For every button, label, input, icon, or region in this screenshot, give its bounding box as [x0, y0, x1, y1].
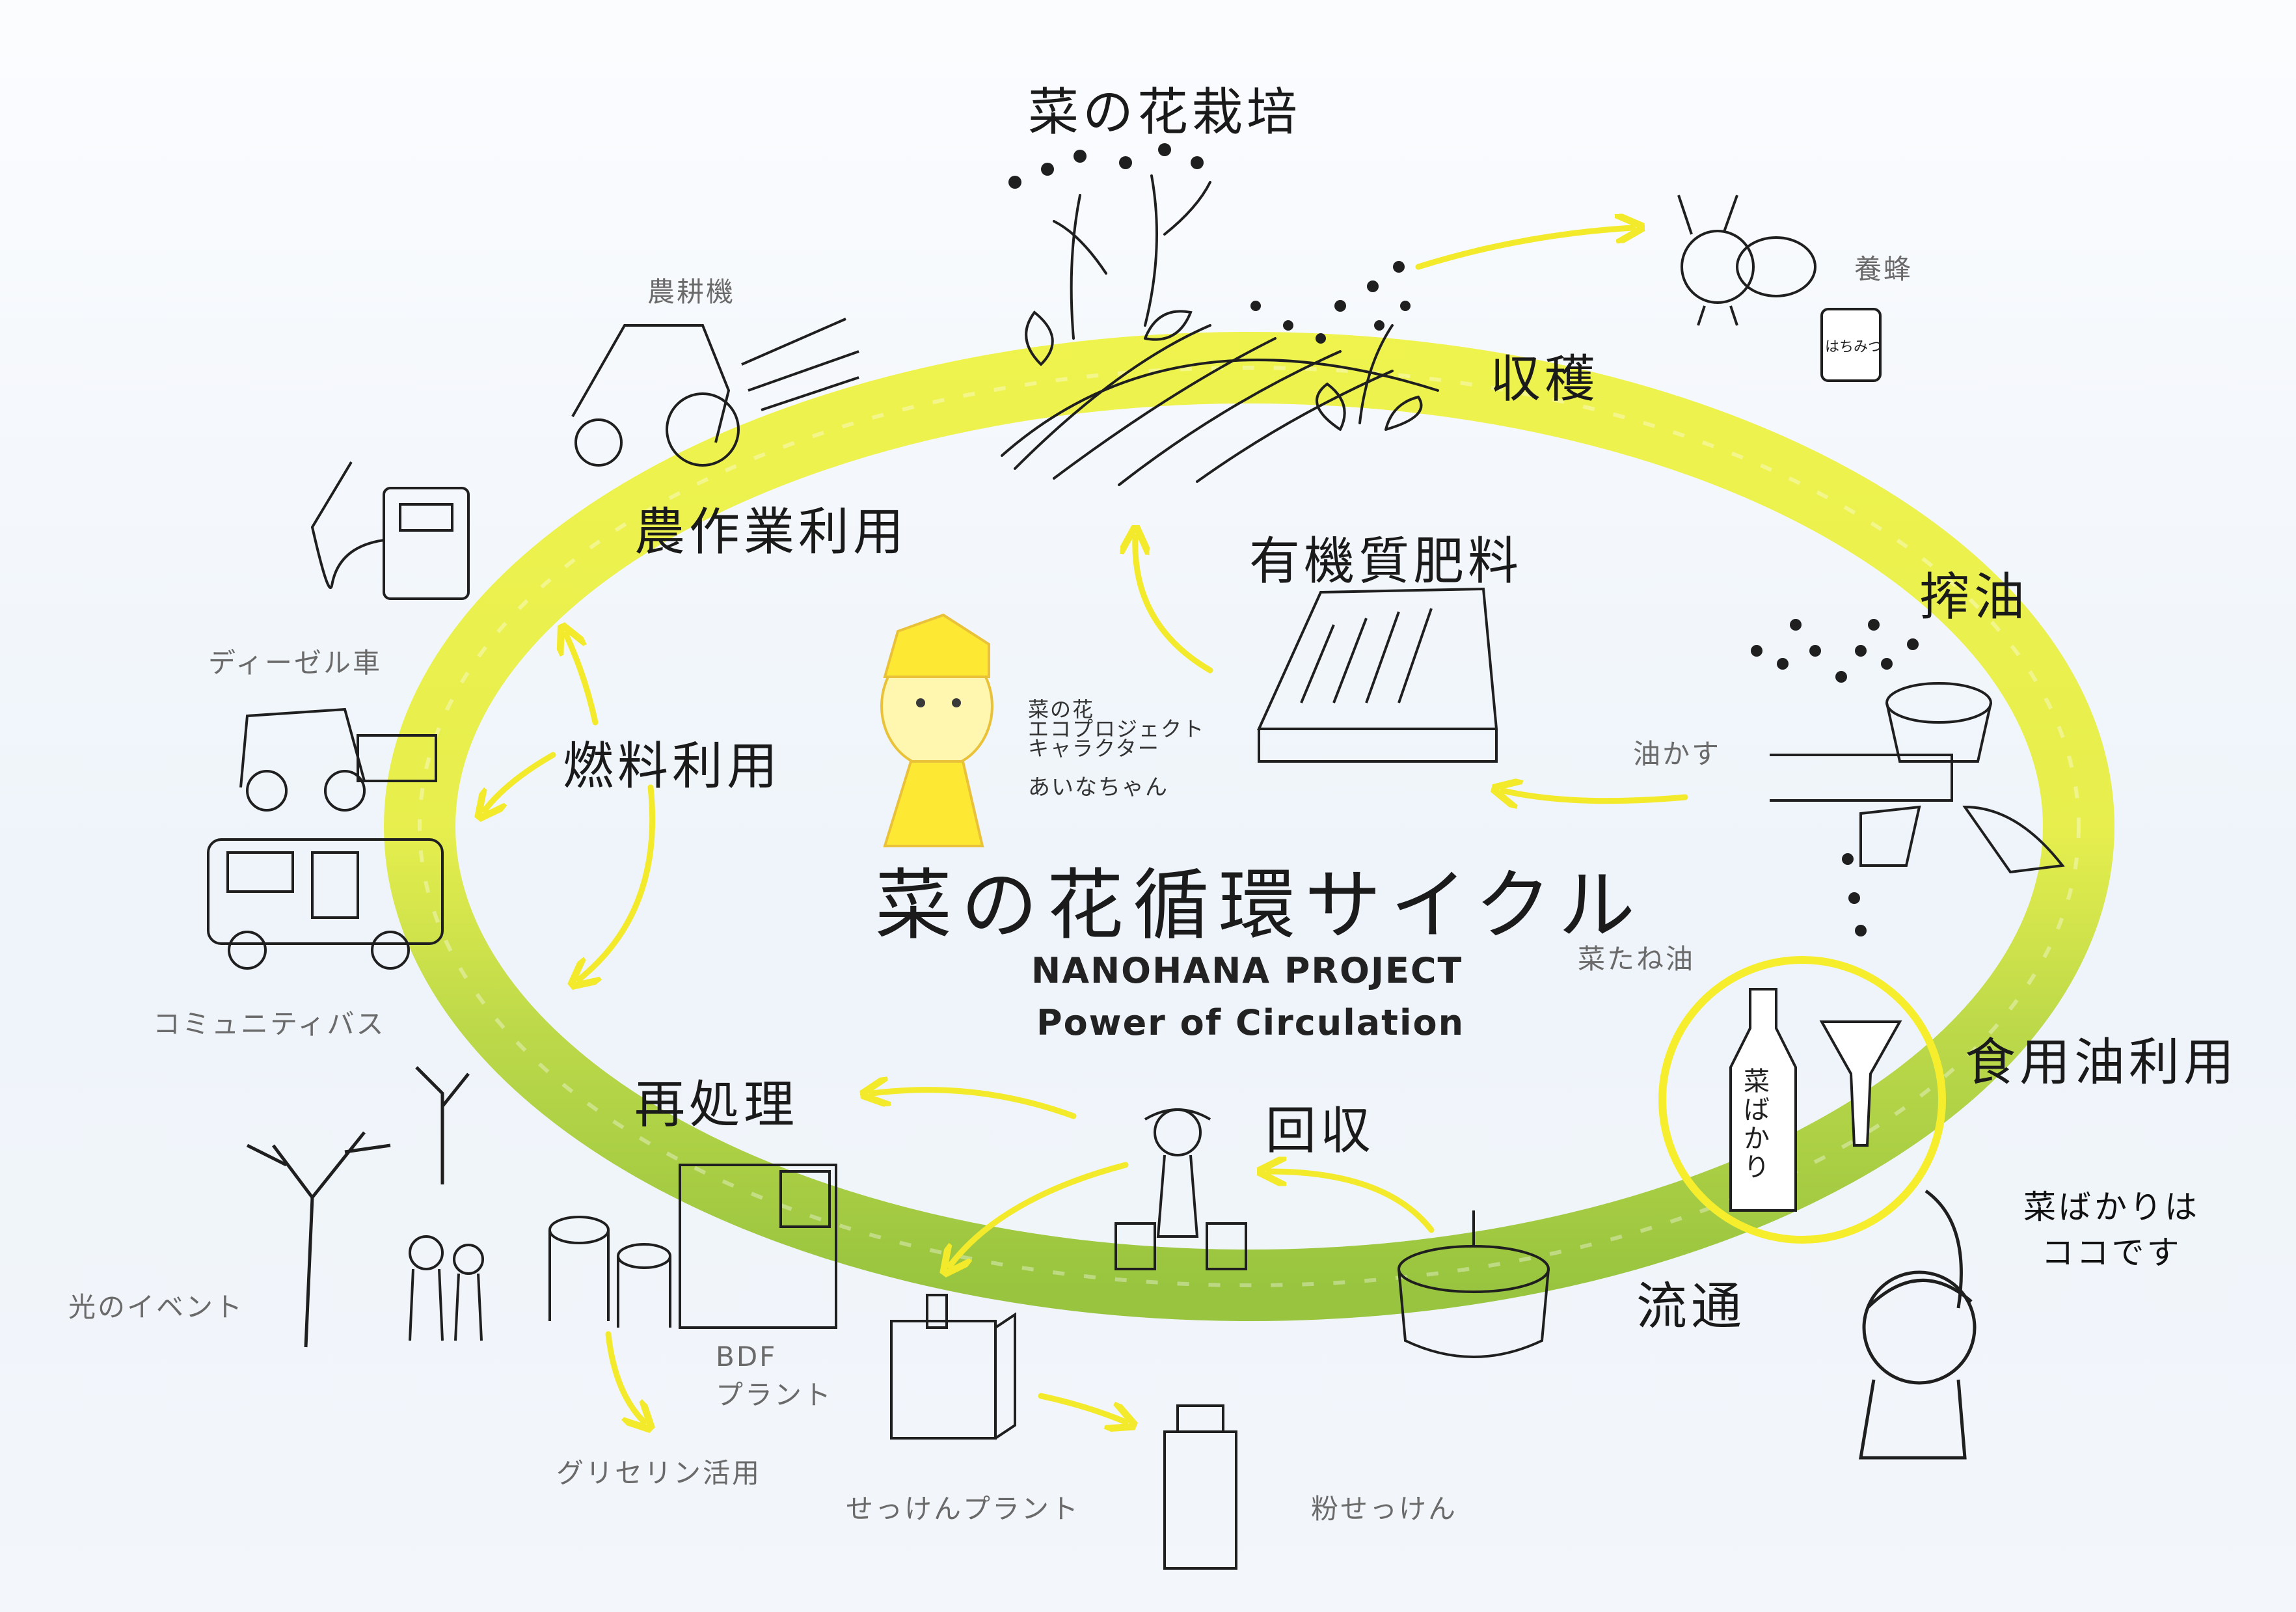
stage-pressing: 搾油 — [1919, 568, 2029, 627]
collector-person-illustration — [1114, 1108, 1247, 1270]
fuel-pump-illustration — [310, 461, 470, 600]
item-light-event: 光のイベント — [68, 1291, 245, 1323]
seed-dots — [1751, 619, 1919, 936]
stage-farm-use: 農作業利用 — [634, 503, 908, 562]
project-name: NANOHANA PROJECT — [1031, 950, 1463, 991]
powder-soap-illustration — [1163, 1404, 1237, 1570]
arrow-fertilizer-to-field — [1135, 537, 1213, 674]
callout-text: 菜ばかりは ココです — [2023, 1188, 2200, 1272]
rapeseed-field-illustration — [1001, 174, 1439, 486]
people-illustration — [409, 1235, 484, 1341]
character-caption-line2: エコプロジェクト — [1028, 717, 1206, 741]
arrow-collection-to-reprocess — [872, 1090, 1077, 1119]
callout-character — [1859, 1189, 1977, 1460]
bus-illustration — [207, 838, 444, 970]
arrow-fuel-to-farm — [566, 635, 599, 726]
character-name: あいなちゃん — [1028, 774, 1168, 800]
character-caption-line3: キャラクター — [1028, 736, 1160, 761]
mascot-ainachan — [880, 613, 993, 847]
stage-collection: 回収 — [1265, 1102, 1375, 1160]
item-tractor: 農耕機 — [647, 276, 736, 308]
stage-distribution: 流通 — [1636, 1277, 1746, 1336]
arrow-soap-to-powder — [1038, 1393, 1126, 1422]
stage-cultivation: 菜の花栽培 — [1028, 83, 1302, 142]
item-oil-cake: 油かす — [1633, 738, 1722, 770]
arrow-collection-to-bdf — [950, 1162, 1129, 1266]
jar-label: はちみつ — [1825, 339, 1883, 355]
item-bdf-plant-line1: BDF — [716, 1341, 777, 1373]
item-diesel-car: ディーゼル車 — [208, 647, 383, 679]
arrow-to-beekeeping — [1415, 228, 1633, 270]
light-event-trees — [246, 1066, 470, 1348]
bdf-plant-illustration — [548, 1164, 837, 1329]
circulation-ring — [384, 332, 2114, 1321]
oil-press-illustration — [1770, 682, 2065, 874]
tractor-illustration — [571, 318, 859, 467]
item-beekeeping: 養蜂 — [1854, 253, 1913, 285]
cooking-pot-illustration — [1398, 1210, 1550, 1358]
diesel-truck-illustration — [239, 707, 437, 812]
item-glycerin: グリセリン活用 — [556, 1457, 762, 1489]
arrow-bdf-to-glycerin — [605, 1331, 644, 1422]
edible-oil-highlight — [1658, 956, 1946, 1244]
diagram-title: 菜の花循環サイクル — [875, 860, 1645, 950]
item-rapeseed-oil: 菜たね油 — [1578, 943, 1695, 975]
project-tagline: Power of Circulation — [1036, 1002, 1465, 1043]
honey-jar — [1820, 308, 1882, 382]
stage-fuel: 燃料利用 — [563, 737, 782, 796]
arrow-fuel-to-diesel — [485, 752, 556, 810]
soap-plant-illustration — [890, 1294, 1016, 1440]
flow-arrows — [485, 228, 1688, 1422]
stage-harvest: 収穫 — [1490, 350, 1600, 409]
character-caption-line1: 菜の花 — [1028, 697, 1095, 722]
fertilizer-box-illustration — [1256, 587, 1498, 763]
stage-edible-oil: 食用油利用 — [1965, 1033, 2239, 1092]
item-powder-soap: 粉せっけん — [1311, 1493, 1458, 1525]
item-bdf-plant-line2: プラント — [716, 1379, 833, 1411]
bottle-label: 菜ばかり — [1744, 1067, 1770, 1182]
arrow-oilcake-to-fertilizer — [1503, 791, 1688, 801]
item-soap-plant: せっけんプラント — [846, 1493, 1081, 1525]
bee-illustration — [1677, 195, 1817, 326]
item-community-bus: コミュニティバス — [153, 1008, 386, 1040]
arrow-fuel-to-bus — [579, 784, 656, 979]
stage-fertilizer: 有機質肥料 — [1249, 532, 1523, 591]
field-seeds — [1008, 143, 1411, 344]
arrow-distribution-to-collection — [1269, 1171, 1435, 1233]
stage-reprocessing: 再処理 — [634, 1076, 799, 1134]
